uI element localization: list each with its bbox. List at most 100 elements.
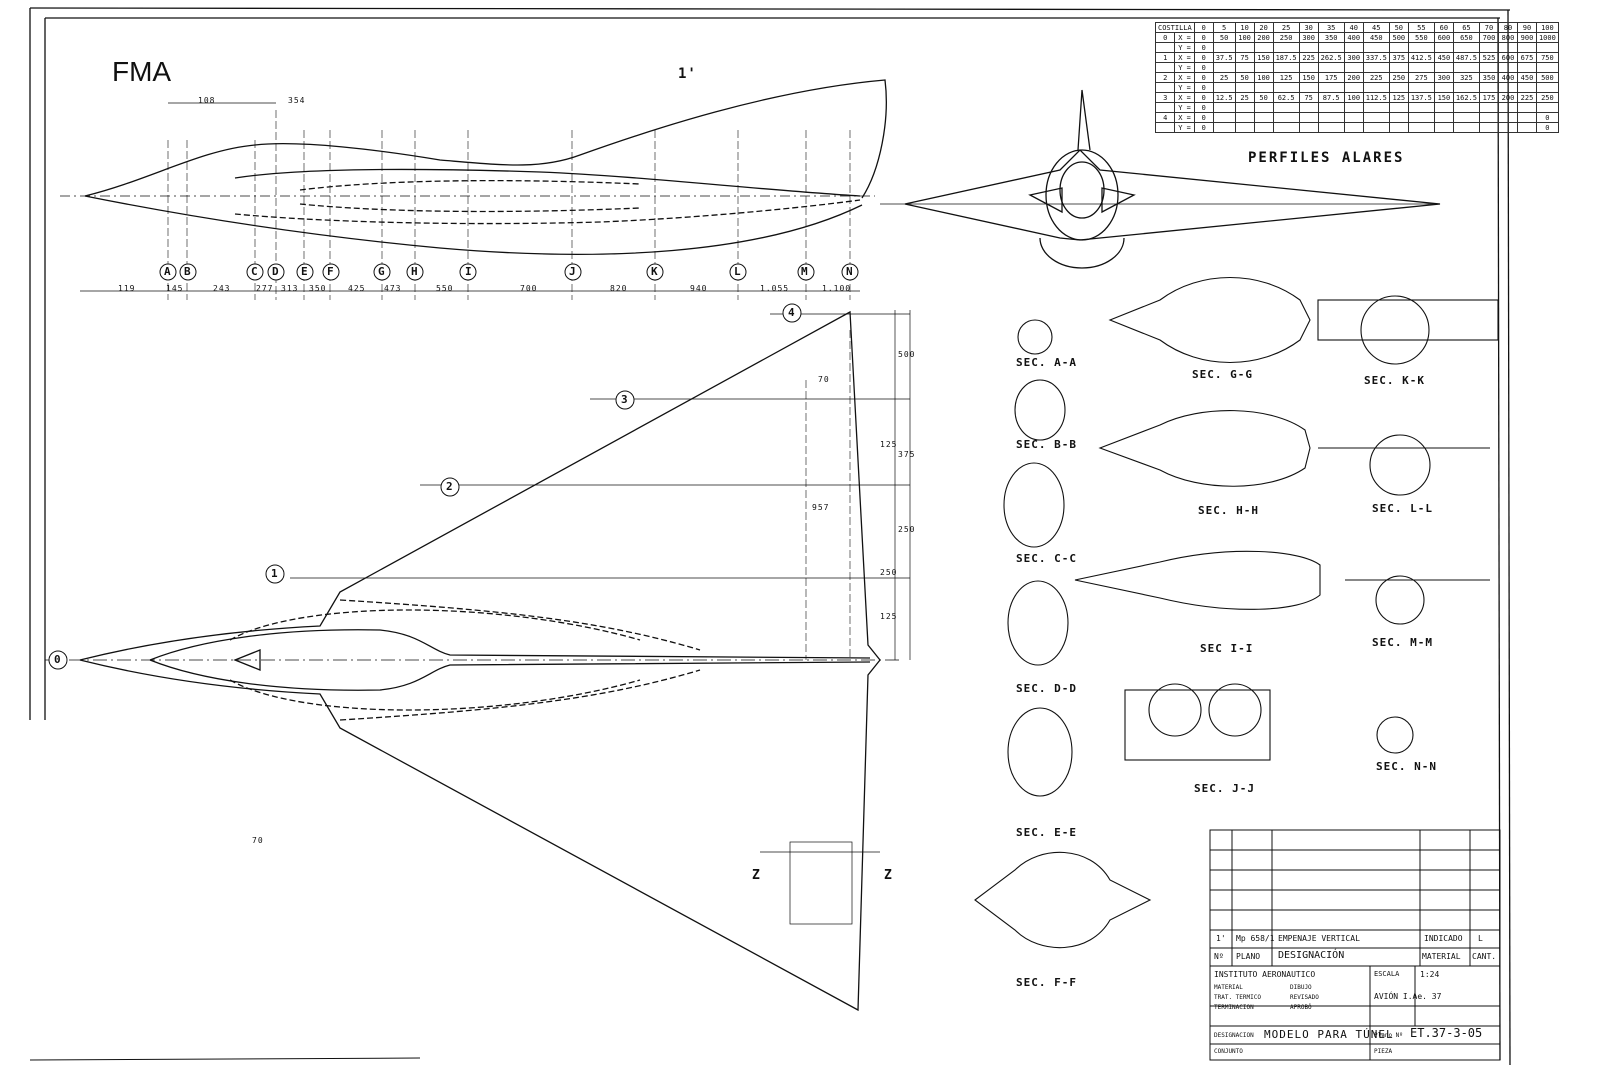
value-cell — [1272, 112, 1300, 123]
title-block-frame — [1209, 829, 1501, 1061]
value-cell: 0 — [1193, 72, 1214, 83]
rib-4: 4 — [788, 306, 796, 319]
dim-6: 425 — [348, 284, 366, 293]
value-cell: 50 — [1234, 72, 1255, 83]
value-cell: 187.5 — [1272, 52, 1300, 63]
value-cell: 62.5 — [1272, 92, 1300, 103]
plan-dim-2: 125 — [880, 440, 898, 449]
tb-revisado-label: REVISADO — [1290, 994, 1319, 1001]
zz-left: Z — [752, 868, 761, 883]
tb-plano-header: PLANO — [1236, 952, 1261, 961]
value-cell: 225 — [1362, 72, 1390, 83]
value-cell: 550 — [1407, 32, 1435, 43]
col-header: 65 — [1452, 22, 1480, 33]
col-header: 5 — [1212, 22, 1236, 33]
value-cell — [1388, 62, 1409, 73]
value-cell — [1452, 122, 1480, 133]
axis-cell: Y = — [1174, 62, 1195, 73]
value-cell — [1407, 122, 1435, 133]
col-header: 20 — [1253, 22, 1274, 33]
dim-4: 313 — [281, 284, 299, 293]
plan-dim-4: 250 — [880, 568, 898, 577]
value-cell — [1516, 102, 1537, 113]
value-cell — [1478, 82, 1499, 93]
value-cell: 200 — [1343, 72, 1364, 83]
profiles-row: Y =0 — [1154, 102, 1559, 113]
rib-cell — [1154, 42, 1176, 53]
value-cell — [1516, 122, 1537, 133]
value-cell — [1234, 112, 1255, 123]
value-cell: 225 — [1516, 92, 1537, 103]
plan-dim-6: 70 — [818, 375, 830, 384]
cross-sections — [974, 277, 1499, 949]
value-cell — [1497, 112, 1518, 123]
value-cell — [1212, 112, 1236, 123]
tb-desig-header: DESIGNACIÓN — [1278, 950, 1345, 961]
axis-cell: Y = — [1174, 82, 1195, 93]
rib-0: 0 — [54, 653, 62, 666]
col-header: 90 — [1516, 22, 1537, 33]
section-h-h: SEC. H-H — [1198, 504, 1259, 517]
value-cell: 450 — [1362, 32, 1390, 43]
station-h: H — [411, 265, 419, 278]
value-cell: 200 — [1253, 32, 1274, 43]
value-cell: 37.5 — [1212, 52, 1236, 63]
value-cell: 900 — [1516, 32, 1537, 43]
section-c-c: SEC. C-C — [1016, 552, 1077, 565]
dim-13: 1.100 — [822, 284, 852, 293]
value-cell — [1253, 102, 1274, 113]
dim-3: 277 — [256, 284, 274, 293]
value-cell — [1433, 82, 1454, 93]
value-cell: 50 — [1253, 92, 1274, 103]
tb-plano-no: ET.37-3-05 — [1410, 1026, 1483, 1040]
rib-1: 1 — [271, 567, 279, 580]
plan-dim-3: 250 — [898, 525, 916, 534]
value-cell — [1407, 102, 1435, 113]
value-cell — [1433, 112, 1454, 123]
value-cell — [1407, 62, 1435, 73]
col-header: 70 — [1478, 22, 1499, 33]
dim-12: 1.055 — [760, 284, 790, 293]
value-cell: 150 — [1298, 72, 1319, 83]
tb-cant-header: CANT. — [1472, 952, 1497, 961]
value-cell: 300 — [1343, 52, 1364, 63]
value-cell — [1234, 122, 1255, 133]
section-n-n: SEC. N-N — [1376, 760, 1437, 773]
profiles-title: PERFILES ALARES — [1248, 150, 1405, 166]
value-cell — [1535, 82, 1559, 93]
value-cell — [1343, 102, 1364, 113]
value-cell — [1234, 82, 1255, 93]
value-cell — [1407, 82, 1435, 93]
value-cell: 500 — [1388, 32, 1409, 43]
tb-n-value: 1' — [1216, 934, 1226, 943]
col-header: 0 — [1193, 22, 1214, 33]
dim-1: 145 — [166, 284, 184, 293]
border-right — [1507, 9, 1511, 1066]
col-header: 80 — [1497, 22, 1518, 33]
section-a-a: SEC. A-A — [1016, 356, 1077, 369]
col-header: 40 — [1343, 22, 1364, 33]
value-cell: 150 — [1253, 52, 1274, 63]
tb-institute: INSTITUTO AERONAUTICO — [1214, 970, 1316, 979]
section-j-j: SEC. J-J — [1194, 782, 1255, 795]
col-header: 45 — [1362, 22, 1390, 33]
rib-fin: 1' — [678, 66, 697, 82]
dim-9: 700 — [520, 284, 538, 293]
value-cell: 225 — [1298, 52, 1319, 63]
profiles-row: Y =0 — [1154, 62, 1559, 73]
section-m-m: SEC. M-M — [1372, 636, 1433, 649]
value-cell — [1516, 42, 1537, 53]
station-d: D — [272, 265, 280, 278]
value-cell — [1478, 102, 1499, 113]
value-cell: 275 — [1407, 72, 1435, 83]
value-cell — [1253, 42, 1274, 53]
value-cell — [1497, 42, 1518, 53]
value-cell: 175 — [1317, 72, 1345, 83]
value-cell: 100 — [1343, 92, 1364, 103]
dim-0: 119 — [118, 284, 136, 293]
value-cell — [1317, 82, 1345, 93]
